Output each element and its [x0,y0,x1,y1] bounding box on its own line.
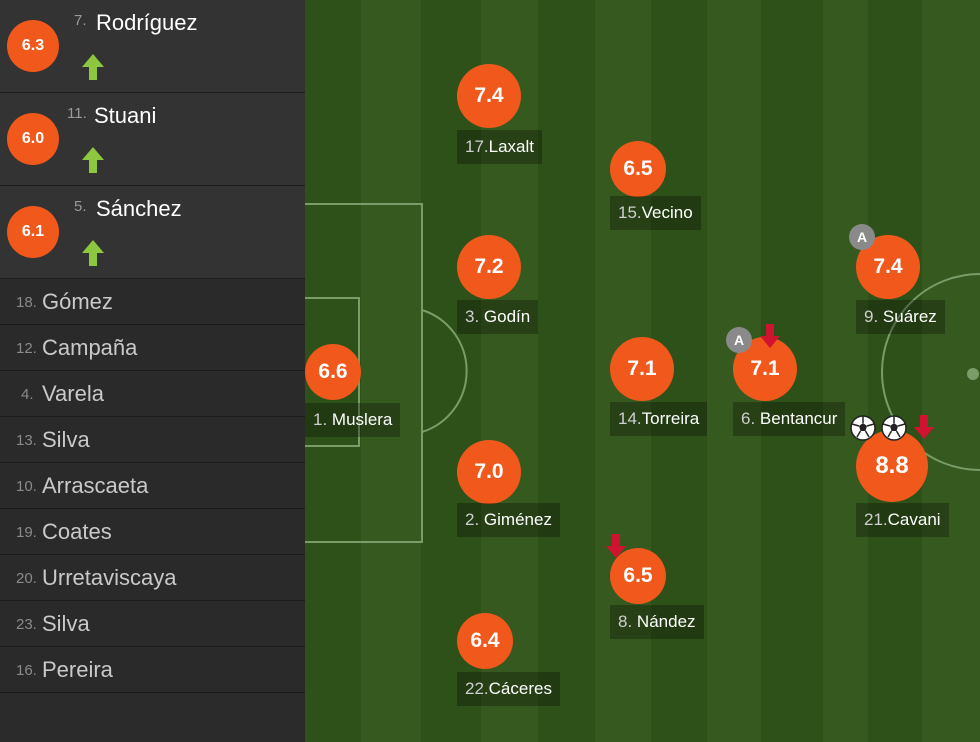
pitch-markings [305,0,980,742]
player-number: 10. [16,478,37,495]
player-name: Vecino [641,203,693,222]
player-rating-badge: 8.8 [856,430,928,502]
player-name: Cavani [887,510,941,529]
player-number: 1. [313,410,328,429]
sub-out-arrow-icon [760,324,780,348]
player-name[interactable]: Arrascaeta [42,473,149,498]
player-number: 5. [74,198,87,215]
player-number: 8. [618,612,633,631]
player-label: 2. Giménez [457,503,560,537]
player-name: Suárez [882,307,937,326]
player-name: Bentancur [759,409,838,428]
player-name[interactable]: Silva [42,611,90,636]
player-number: 20. [16,570,37,587]
player-name: Cáceres [488,679,552,698]
player-number: 21. [864,510,888,529]
player-number: 13. [16,432,37,449]
player-name[interactable]: Urretaviscaya [42,565,177,590]
bench-player-row[interactable]: 4. Varela [0,371,305,417]
player-number: 6. [741,409,756,428]
player-rating-badge: 7.4 [457,64,521,128]
player-name[interactable]: Pereira [42,657,113,682]
player-rating-badge: 6.1 [7,206,59,258]
player-number: 19. [16,524,37,541]
player-name: Nández [636,612,696,631]
substitute-row[interactable]: 6.0 11. Stuani [0,93,305,186]
player-number: 14. [618,409,642,428]
player-number: 15. [618,203,642,222]
player-label: 6. Bentancur [733,402,846,436]
player-name[interactable]: Campaña [42,335,138,360]
player-number: 7. [74,12,87,29]
goal-ball-icon [850,415,876,441]
football-pitch: 6.6 1. Muslera 7.4 17.Laxalt 7.2 3. Godí… [305,0,980,742]
player-rating-badge: 7.0 [457,440,521,504]
player-name[interactable]: Varela [42,381,104,406]
player-rating-badge: 6.5 [610,548,666,604]
player-number: 17. [465,137,489,156]
player-label: 14.Torreira [610,402,708,436]
player-name: Laxalt [488,137,535,156]
bench-player-row[interactable]: 13. Silva [0,417,305,463]
player-number: 4. [21,386,34,403]
player-label: 22.Cáceres [457,672,560,706]
bench-player-row[interactable]: 10. Arrascaeta [0,463,305,509]
bench-player-row[interactable]: 23. Silva [0,601,305,647]
sub-in-arrow-icon [82,54,104,80]
player-label: 3. Godín [457,300,539,334]
player-label: 1. Muslera [305,403,401,437]
bench-player-row[interactable]: 20. Urretaviscaya [0,555,305,601]
sub-out-arrow-icon [606,534,626,558]
player-rating-badge: 6.4 [457,613,513,669]
player-rating-badge: 6.0 [7,113,59,165]
player-number: 22. [465,679,489,698]
player-number: 11. [67,105,87,122]
bench-player-row[interactable]: 12. Campaña [0,325,305,371]
captain-badge: A [849,224,875,250]
player-label: 21.Cavani [856,503,949,537]
player-name: Torreira [641,409,700,428]
player-name[interactable]: Stuani [94,103,157,128]
player-number: 23. [16,616,37,633]
player-rating-badge: 6.5 [610,141,666,197]
player-rating-badge: 7.2 [457,235,521,299]
lineup-sidebar: 6.3 7. Rodríguez 6.0 11. Stuani 6.1 5. S… [0,0,305,742]
sub-in-arrow-icon [82,147,104,173]
player-rating-badge: 6.6 [305,344,361,400]
player-number: 12. [16,340,37,357]
player-number: 3. [465,307,480,326]
player-rating-badge: 6.3 [7,20,59,72]
sub-out-arrow-icon [914,415,934,439]
bench-player-row[interactable]: 19. Coates [0,509,305,555]
player-number: 9. [864,307,879,326]
player-number: 16. [16,662,37,679]
player-rating-badge: 7.1 [610,337,674,401]
player-name[interactable]: Silva [42,427,90,452]
player-name[interactable]: Gómez [42,289,113,314]
captain-badge: A [726,327,752,353]
bench-player-row[interactable]: 16. Pereira [0,647,305,693]
sub-in-arrow-icon [82,240,104,266]
player-number: 2. [465,510,480,529]
player-name[interactable]: Coates [42,519,112,544]
player-label: 15.Vecino [610,196,701,230]
player-label: 17.Laxalt [457,130,543,164]
player-label: 9. Suárez [856,300,945,334]
bench-player-row[interactable]: 18. Gómez [0,279,305,325]
substitute-row[interactable]: 6.3 7. Rodríguez [0,0,305,93]
player-name: Godín [483,307,531,326]
player-name: Muslera [331,410,393,429]
player-name[interactable]: Sánchez [96,196,182,221]
player-name: Giménez [483,510,552,529]
player-label: 8. Nández [610,605,704,639]
player-number: 18. [16,294,37,311]
substitute-row[interactable]: 6.1 5. Sánchez [0,186,305,279]
player-name[interactable]: Rodríguez [96,10,198,35]
goal-ball-icon [881,415,907,441]
